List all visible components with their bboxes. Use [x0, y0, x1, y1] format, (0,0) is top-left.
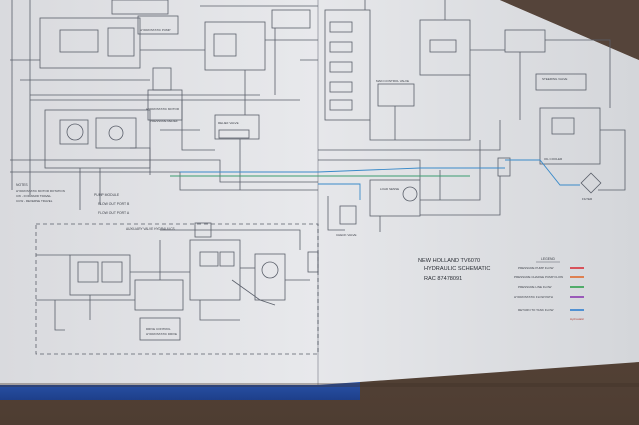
label-pressure-relief: PRESSURE RELIEF: [150, 119, 178, 123]
label-cooler: OIL COOLER: [544, 157, 563, 161]
schematic-left: [10, 0, 319, 355]
label-hydrostatic-pump: HYDROSTATIC PUMP: [140, 28, 171, 32]
title-part-number: RAC 87478091: [424, 276, 462, 282]
label-main-valve: MAIN CONTROL VALVE: [376, 79, 409, 83]
note-line-3: CCW - REVERSE TRAVEL: [16, 199, 53, 203]
legend-footnote: Hydrostatic: [570, 317, 585, 321]
label-flow-out-b: FLOW OUT PORT B: [98, 202, 130, 206]
schematic-right: [318, 0, 626, 232]
title-line-1: NEW HOLLAND TV6070: [418, 258, 480, 264]
paper-left-panel: [0, 0, 318, 385]
paper-fold-flap: [500, 0, 639, 60]
flow-lines: [170, 159, 580, 200]
legend-label-1: PRESSURE PUMP FLOW: [518, 266, 554, 270]
legend-label-2: PRESSURE CHARGE PUMP FLOW: [514, 275, 563, 279]
label-hydrostatic-drive: HYDROSTATIC DRIVE: [146, 332, 177, 336]
legend-label-5: RETURN TO TANK FLOW: [518, 308, 554, 312]
note-line-1: HYDROSTATIC MOTOR ROTATION: [16, 189, 65, 193]
label-pump: PUMP MODULE: [94, 193, 120, 197]
legend-heading: LEGEND: [541, 257, 555, 261]
label-notes: NOTES: [16, 183, 28, 187]
note-line-2: CW - FORWARD TRAVEL: [16, 194, 52, 198]
title-line-2: HYDRAULIC SCHEMATIC: [424, 266, 490, 272]
label-steering: STEERING VALVE: [542, 77, 567, 81]
label-auxiliary: AUXILIARY VALVE HYDRAULICS: [126, 227, 175, 231]
title-block: NEW HOLLAND TV6070 HYDRAULIC SCHEMATIC R…: [418, 258, 490, 282]
label-drive-control: DRIVE CONTROL: [146, 327, 171, 331]
paper-right-panel: [318, 0, 639, 385]
paper-bottom-shadow: [0, 383, 639, 387]
label-check-valve: CHECK VALVE: [336, 233, 357, 237]
label-filter: FILTER: [582, 197, 593, 201]
legend-label-4: HYDROSTATIC FLOW PATH: [514, 295, 553, 299]
legend-label-3: PRESSURE LINE FLOW: [518, 285, 552, 289]
label-flow-out-a: FLOW OUT PORT A: [98, 211, 130, 215]
label-load-sense: LOAD SENSE: [380, 187, 399, 191]
label-hydrostatic-motor: HYDROSTATIC MOTOR: [146, 107, 180, 111]
legend: LEGEND PRESSURE PUMP FLOW PRESSURE CHARG…: [514, 257, 585, 321]
label-relief-valve: RELIEF VALVE: [218, 121, 239, 125]
